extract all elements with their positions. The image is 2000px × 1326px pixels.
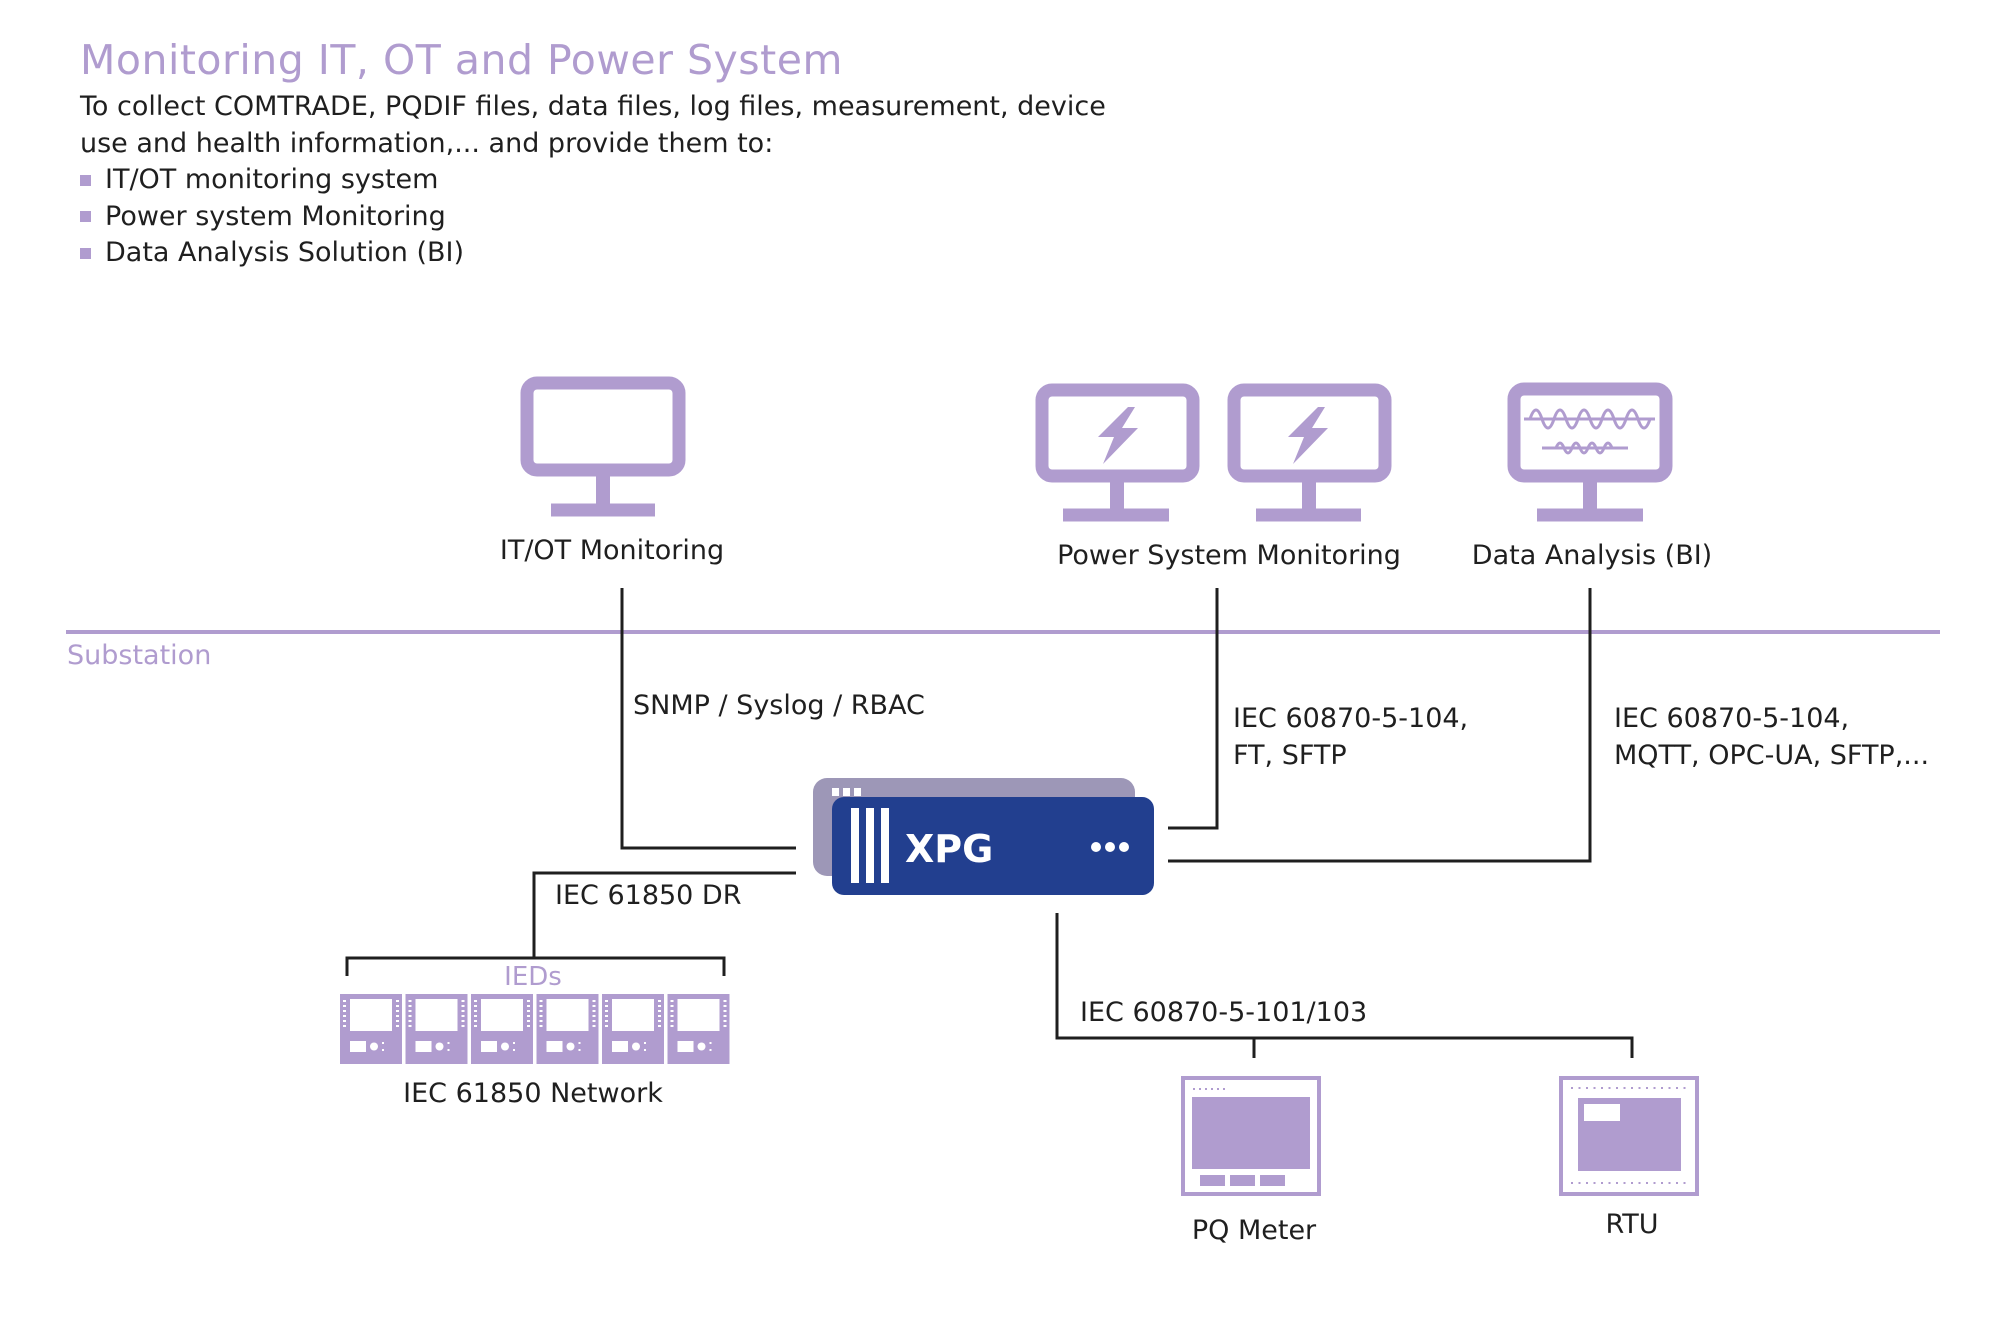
list-item-label: Power system Monitoring bbox=[105, 200, 446, 232]
serial-link bbox=[1055, 913, 1634, 1058]
protocol-label-serial: IEC 60870-5-101/103 bbox=[1080, 997, 1368, 1028]
rtu-terminal-dot bbox=[1683, 1087, 1686, 1089]
protocol-line: FT, SFTP bbox=[1233, 740, 1347, 771]
rtu-terminal-dot bbox=[1578, 1087, 1581, 1089]
ied-icon[interactable] bbox=[405, 994, 468, 1064]
rtu-terminal-dot bbox=[1623, 1087, 1626, 1089]
rtu-terminal-dot bbox=[1616, 1182, 1618, 1184]
protocol-label-itot: SNMP / Syslog / RBAC bbox=[633, 690, 925, 721]
rtu-terminal-dot bbox=[1661, 1182, 1663, 1184]
list-item: Power system Monitoring bbox=[80, 199, 464, 236]
gateway-back-indicators bbox=[854, 788, 861, 796]
monitor-lightning-icon bbox=[1035, 383, 1200, 522]
page-title: Monitoring IT, OT and Power System bbox=[80, 36, 843, 84]
rtu-terminal-dot bbox=[1661, 1087, 1663, 1089]
rtu-terminal-dot bbox=[1578, 1182, 1581, 1184]
protocol-line: IEC 60870-5-104, bbox=[1233, 703, 1469, 734]
ied-group-title: IEDs bbox=[504, 962, 562, 992]
rtu-terminal-dot bbox=[1653, 1182, 1656, 1184]
xpg-gateway[interactable]: XPG bbox=[813, 778, 1154, 895]
bullet-icon bbox=[80, 247, 91, 259]
rtu-terminal-dot bbox=[1653, 1087, 1656, 1089]
device-label-pq: PQ Meter bbox=[1191, 1215, 1317, 1246]
rtu-terminal-dot bbox=[1646, 1182, 1648, 1184]
rtu-terminal-dot bbox=[1571, 1182, 1573, 1184]
list-item: IT/OT monitoring system bbox=[80, 162, 464, 199]
rtu-terminal-dot bbox=[1616, 1087, 1618, 1089]
rtu-terminal-dot bbox=[1586, 1087, 1588, 1089]
device-label-rtu: RTU bbox=[1605, 1209, 1659, 1240]
rtu-terminal-dot bbox=[1646, 1087, 1648, 1089]
more-dots-icon[interactable] bbox=[1091, 842, 1129, 852]
system-label-itot: IT/OT Monitoring bbox=[499, 535, 725, 566]
rtu-terminal-dot bbox=[1631, 1182, 1633, 1184]
gateway-logo-bar bbox=[881, 808, 889, 883]
rtu-terminal-dot bbox=[1593, 1182, 1596, 1184]
rtu-terminal-dot bbox=[1676, 1087, 1678, 1089]
rtu-terminal-dot bbox=[1631, 1087, 1633, 1089]
rtu-terminal-dot bbox=[1668, 1087, 1671, 1089]
ied-bracket bbox=[345, 956, 726, 976]
description: To collect COMTRADE, PQDIF files, data f… bbox=[80, 88, 1106, 162]
ied-network-label: IEC 61850 Network bbox=[403, 1078, 663, 1109]
ied-icon[interactable] bbox=[536, 994, 599, 1064]
bullet-icon bbox=[80, 174, 91, 186]
itot-link bbox=[620, 588, 796, 850]
description-line: To collect COMTRADE, PQDIF files, data f… bbox=[80, 91, 1106, 122]
rtu-terminal-dot bbox=[1676, 1182, 1678, 1184]
ied-icon[interactable] bbox=[471, 994, 533, 1064]
protocol-label-power: IEC 60870-5-104, FT, SFTP bbox=[1233, 700, 1468, 774]
gateway-label: XPG bbox=[905, 827, 993, 871]
gateway-back-indicators bbox=[832, 788, 839, 796]
rtu-terminal-dot bbox=[1586, 1182, 1588, 1184]
bi-link bbox=[1168, 588, 1592, 863]
list-item: Data Analysis Solution (BI) bbox=[80, 235, 464, 272]
target-list: IT/OT monitoring system Power system Mon… bbox=[80, 162, 464, 272]
protocol-line: IEC 60870-5-104, bbox=[1614, 703, 1850, 734]
bullet-icon bbox=[80, 211, 91, 223]
gateway-front-unit bbox=[832, 797, 1154, 895]
monitor-waveform-icon bbox=[1507, 382, 1673, 522]
rtu-terminal-dot bbox=[1608, 1087, 1611, 1089]
protocol-label-bi: IEC 60870-5-104, MQTT, OPC-UA, SFTP,... bbox=[1614, 700, 1929, 774]
rtu-terminal-dot bbox=[1638, 1087, 1641, 1089]
rtu-terminal-dot bbox=[1608, 1182, 1611, 1184]
rtu-terminal-dot bbox=[1623, 1182, 1626, 1184]
ied-icon[interactable] bbox=[667, 994, 730, 1064]
rtu-terminal-dot bbox=[1601, 1087, 1603, 1089]
rtu-icon[interactable] bbox=[1559, 1076, 1699, 1196]
monitor-lightning-icon bbox=[1227, 383, 1392, 522]
power-link bbox=[1168, 588, 1219, 830]
protocol-label-ied: IEC 61850 DR bbox=[555, 880, 742, 911]
gateway-back-indicators bbox=[843, 788, 850, 796]
ied-icon[interactable] bbox=[602, 994, 664, 1064]
pq-meter-icon[interactable] bbox=[1181, 1076, 1321, 1196]
ied-link bbox=[532, 871, 796, 958]
rtu-terminal-dot bbox=[1571, 1087, 1573, 1089]
monitor-icon bbox=[520, 376, 686, 517]
gateway-logo-bar bbox=[866, 808, 874, 883]
rtu-terminal-dot bbox=[1668, 1182, 1671, 1184]
rtu-terminal-dot bbox=[1638, 1182, 1641, 1184]
list-item-label: IT/OT monitoring system bbox=[105, 164, 439, 195]
ied-icon[interactable] bbox=[340, 994, 402, 1064]
protocol-line: MQTT, OPC-UA, SFTP,... bbox=[1614, 740, 1930, 771]
zone-label-substation: Substation bbox=[67, 640, 212, 671]
system-label-power: Power System Monitoring bbox=[1057, 540, 1401, 571]
rtu-terminal-dot bbox=[1683, 1182, 1686, 1184]
gateway-logo-bar bbox=[851, 808, 859, 883]
ied-row bbox=[340, 994, 730, 1064]
connections bbox=[345, 588, 1634, 1058]
list-item-label: Data Analysis Solution (BI) bbox=[105, 237, 465, 268]
rtu-terminal-dot bbox=[1601, 1182, 1603, 1184]
rtu-terminal-dot bbox=[1593, 1087, 1596, 1089]
system-label-bi: Data Analysis (BI) bbox=[1471, 540, 1713, 571]
description-line: use and health information,... and provi… bbox=[80, 128, 774, 159]
